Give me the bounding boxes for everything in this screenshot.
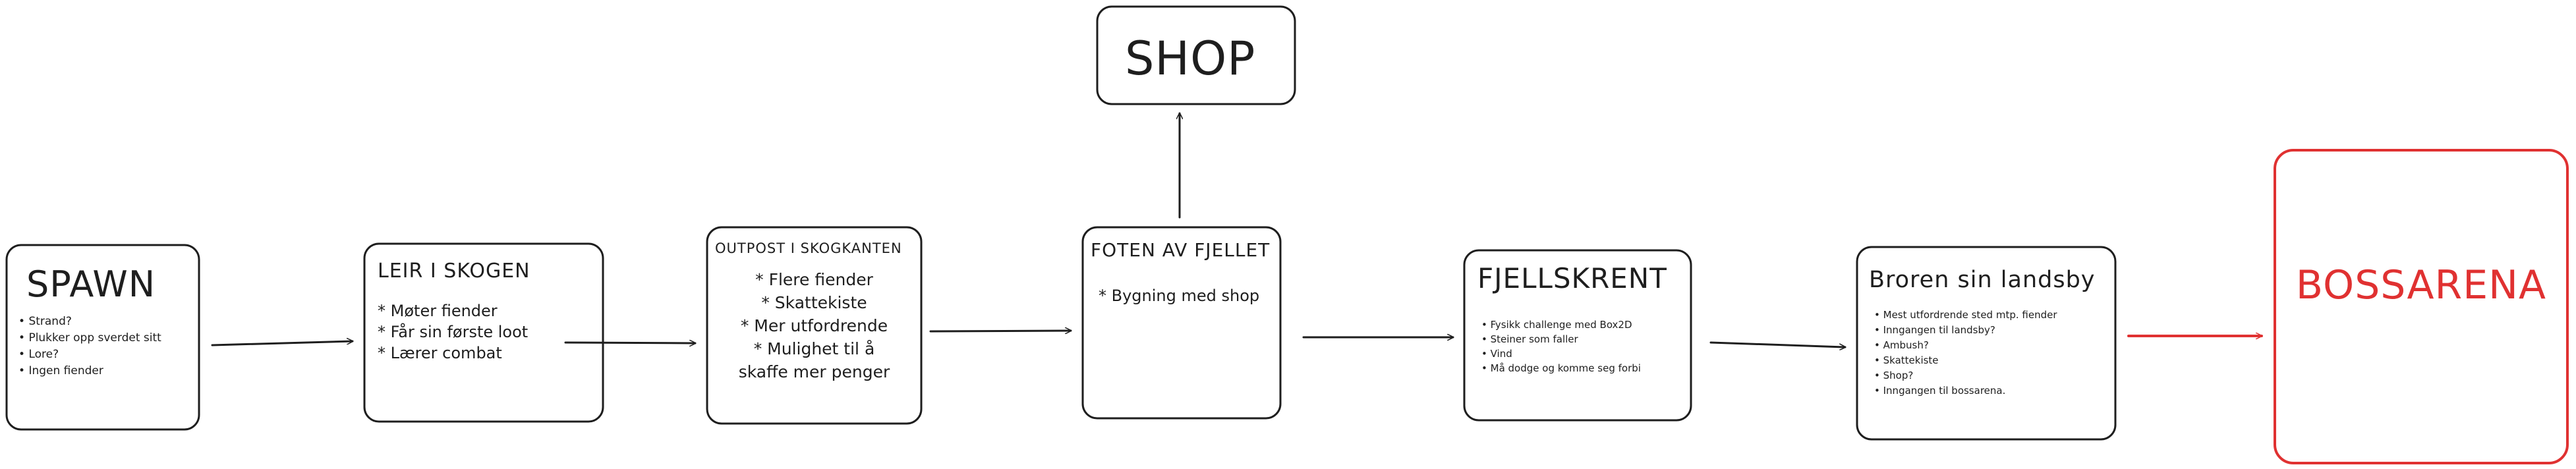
list-item: Ingen fiender <box>18 363 161 379</box>
node-outpost: OUTPOST I SKOGKANTEN Flere fiender Skatt… <box>707 227 921 424</box>
node-landsby-items: Mest utfordrende sted mtp. fiender Innga… <box>1874 308 2057 399</box>
node-outpost-items: Flere fiender Skattekiste Mer utfordrend… <box>707 268 921 383</box>
node-foten-items: Bygning med shop <box>1099 285 1260 306</box>
shop-frame <box>1096 5 1296 105</box>
list-item: Mer utfordrende <box>707 314 921 337</box>
node-fjellskrent: FJELLSKRENT Fysikk challenge med Box2D S… <box>1464 250 1691 420</box>
list-item: Fysikk challenge med Box2D <box>1481 317 1641 332</box>
list-item: Lore? <box>18 346 161 363</box>
node-outpost-title: OUTPOST I SKOGKANTEN <box>715 240 902 256</box>
node-shop-title: SHOP <box>1125 32 1256 86</box>
list-item: Møter fiender <box>378 300 528 321</box>
node-bossarena-title: BOSSARENA <box>2295 262 2547 308</box>
list-item: Plukker opp sverdet sitt <box>18 330 161 346</box>
list-item: Bygning med shop <box>1099 285 1260 306</box>
list-item: Inngangen til landsby? <box>1874 323 2057 338</box>
list-item: Mest utfordrende sted mtp. fiender <box>1874 308 2057 323</box>
node-leir: LEIR I SKOGEN Møter fiender Får sin førs… <box>364 244 603 422</box>
list-item: Må dodge og komme seg forbi <box>1481 361 1641 375</box>
arrow-fjellskrent-landsby <box>1709 341 1846 347</box>
foten-frame <box>1081 226 1282 420</box>
list-item: Inngangen til bossarena. <box>1874 383 2057 399</box>
node-spawn-title: SPAWN <box>26 263 156 305</box>
node-fjellskrent-items: Fysikk challenge med Box2D Steiner som f… <box>1481 317 1641 375</box>
list-item: Får sin første loot <box>378 321 529 343</box>
list-item: Skattekiste <box>707 291 921 314</box>
list-item: Shop? <box>1874 368 2057 383</box>
list-item: Lærer combat <box>378 343 528 364</box>
node-fjellskrent-title: FJELLSKRENT <box>1477 262 1667 294</box>
bossarena-frame <box>2274 149 2569 464</box>
list-item: Ambush? <box>1874 338 2057 353</box>
node-foten-title: FOTEN AV FJELLET <box>1091 239 1271 261</box>
node-bossarena: BOSSARENA <box>2275 150 2567 463</box>
list-item: Mulighet til å skaffe mer penger <box>707 337 921 383</box>
node-spawn-items: Strand? Plukker opp sverdet sitt Lore? I… <box>18 314 161 379</box>
list-item: Vind <box>1481 346 1641 361</box>
list-item: Steiner som faller <box>1481 332 1641 346</box>
node-spawn: SPAWN Strand? Plukker opp sverdet sitt L… <box>7 245 199 429</box>
node-foten: FOTEN AV FJELLET Bygning med shop <box>1083 227 1280 418</box>
node-landsby-title: Broren sin landsby <box>1869 267 2096 293</box>
list-item: Flere fiender <box>707 268 921 291</box>
list-item: Skattekiste <box>1874 353 2057 368</box>
node-leir-title: LEIR I SKOGEN <box>378 260 530 283</box>
node-shop: SHOP <box>1097 7 1295 104</box>
arrow-spawn-leir <box>211 341 354 346</box>
node-landsby: Broren sin landsby Mest utfordrende sted… <box>1857 247 2115 439</box>
node-leir-items: Møter fiender Får sin første loot Lærer … <box>378 300 529 364</box>
list-item: Strand? <box>18 314 161 330</box>
